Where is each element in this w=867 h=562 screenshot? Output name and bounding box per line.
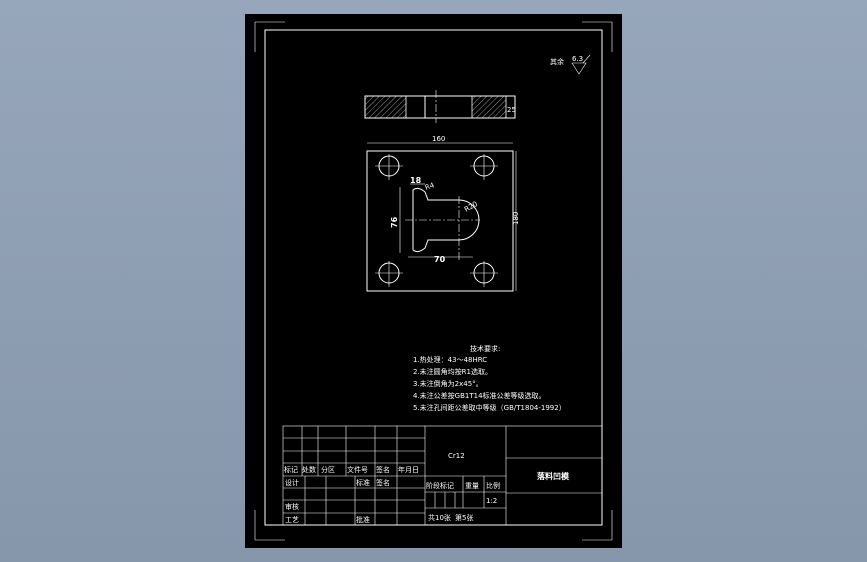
cad-drawing: 其余 6.3 25 160 180: [254, 21, 613, 541]
drawing-text: 第5张: [455, 513, 473, 522]
drawing-sheet[interactable]: 其余 6.3 25 160 180: [245, 14, 622, 548]
die-cavity: [412, 187, 480, 253]
drawing-text: 25: [507, 106, 516, 114]
drawing-text: 技术要求:: [470, 344, 500, 353]
section-view: 25: [364, 90, 516, 123]
drawing-text: 签名: [376, 478, 390, 487]
drawing-text: 批准: [356, 515, 370, 524]
drawing-text: 180: [512, 212, 520, 225]
drawing-text: 18: [410, 176, 422, 185]
drawing-text: 工艺: [285, 516, 299, 524]
drawing-text: 比例: [486, 481, 500, 490]
plan-view: 160 180 18 R4 R20 76 70: [366, 135, 520, 292]
drawing-text: 标记: [284, 465, 298, 474]
drawing-text: 4.未注公差按GB1T14标准公差等级选取。: [413, 391, 546, 400]
trim-marks: [254, 21, 613, 541]
drawing-text: 1.热处理：43～48HRC: [413, 355, 487, 364]
drawing-text: R4: [424, 181, 436, 192]
drawing-text: 文件号: [347, 465, 368, 474]
drawing-text: 1:2: [486, 497, 497, 505]
drawing-text: Cr12: [448, 452, 465, 460]
drawing-text: 5.未注孔间距公差取中等级（GB/T1804-1992）: [413, 403, 566, 412]
drawing-text: 160: [432, 135, 445, 143]
drawing-text: 落料凹模: [537, 471, 570, 481]
drawing-text: 76: [390, 216, 399, 228]
drawing-text: 签名: [376, 465, 390, 474]
drawing-text: 处数: [302, 465, 316, 474]
drawing-text: 3.未注倒角为2x45°。: [413, 379, 483, 388]
drawing-text: 审核: [285, 502, 299, 511]
drawing-text: R20: [463, 200, 479, 214]
technical-requirements: 技术要求: 1.热处理：43～48HRC 2.未注圆角均按R1选取。 3.未注倒…: [413, 344, 566, 412]
drawing-text: 标准: [356, 478, 370, 487]
title-block: 标记 处数 分区 文件号 签名 年月日 设计 标准 签名 审核 工艺 批准 Cr…: [282, 425, 603, 526]
drawing-text: 6.3: [572, 55, 583, 63]
drawing-text: 其余: [550, 57, 564, 66]
drawing-text: 分区: [321, 465, 335, 474]
drawing-text: 2.未注圆角均按R1选取。: [413, 367, 492, 376]
drawing-text: 年月日: [398, 465, 419, 474]
drawing-text: 设计: [285, 478, 299, 487]
drawing-text: 阶段标记: [426, 481, 454, 490]
drawing-text: 70: [434, 255, 446, 264]
drawing-text: 共10张: [428, 513, 451, 522]
roughness-symbol: 其余 6.3: [550, 54, 591, 75]
drawing-text: 重量: [465, 482, 479, 490]
